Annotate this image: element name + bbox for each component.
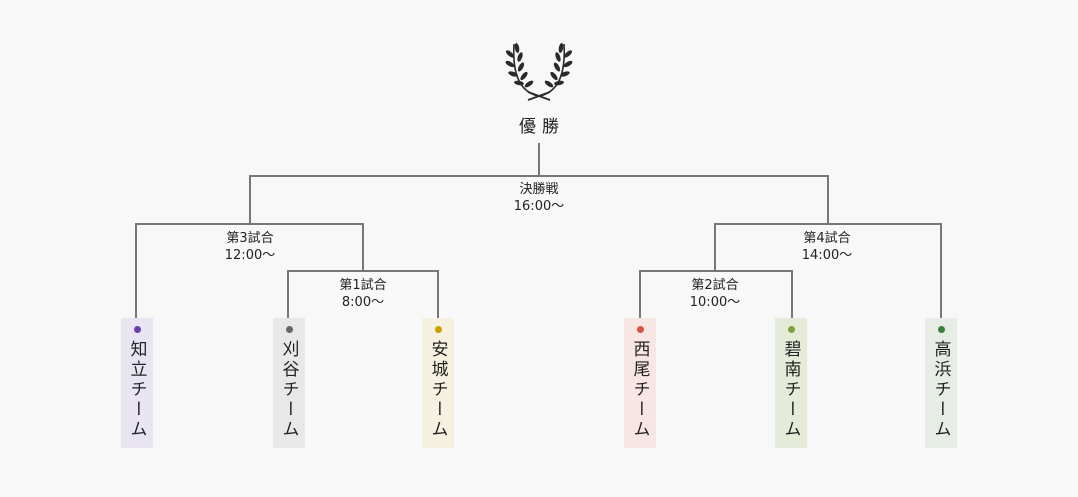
final-bracket-line <box>249 175 829 224</box>
match-name: 決勝戦 <box>519 182 559 197</box>
match1-bracket-line <box>287 270 439 318</box>
team-card: 知立チーム <box>121 318 153 448</box>
team-card: 碧南チーム <box>775 318 807 448</box>
team-card: 刈谷チーム <box>273 318 305 448</box>
match-final: 決勝戦 16:00〜 <box>479 181 599 215</box>
team-name: 安城チーム <box>427 340 448 440</box>
team-name: 知立チーム <box>126 340 147 440</box>
team-color-dot <box>133 326 141 333</box>
team-card: 西尾チーム <box>624 318 656 448</box>
match2-bracket-line <box>639 270 793 318</box>
team-color-dot <box>434 326 442 333</box>
match-time: 10:00〜 <box>689 295 741 310</box>
team-card: 安城チーム <box>422 318 454 448</box>
match-name: 第4試合 <box>803 231 851 246</box>
team-name: 碧南チーム <box>780 340 801 440</box>
match3-bracket-line <box>135 223 364 318</box>
match-time: 8:00〜 <box>341 295 385 310</box>
match-2: 第2試合 10:00〜 <box>655 277 775 311</box>
match4-bracket-line <box>714 223 942 318</box>
match-time: 12:00〜 <box>224 248 276 263</box>
team-name: 高浜チーム <box>930 340 951 440</box>
match-name: 第1試合 <box>339 278 387 293</box>
team-color-dot <box>937 326 945 333</box>
match-time: 14:00〜 <box>801 248 853 263</box>
team-name: 西尾チーム <box>629 340 650 440</box>
match-3: 第3試合 12:00〜 <box>190 230 310 264</box>
team-card: 高浜チーム <box>925 318 957 448</box>
match-name: 第3試合 <box>226 231 274 246</box>
match-time: 16:00〜 <box>513 199 565 214</box>
team-color-dot <box>636 326 644 333</box>
team-color-dot <box>285 326 293 333</box>
winner-label: 優勝 <box>519 117 565 137</box>
match-4: 第4試合 14:00〜 <box>767 230 887 264</box>
team-name: 刈谷チーム <box>278 340 299 440</box>
match-1: 第1試合 8:00〜 <box>303 277 423 311</box>
team-color-dot <box>787 326 795 333</box>
laurel-wreath-icon <box>505 43 573 101</box>
match-name: 第2試合 <box>691 278 739 293</box>
